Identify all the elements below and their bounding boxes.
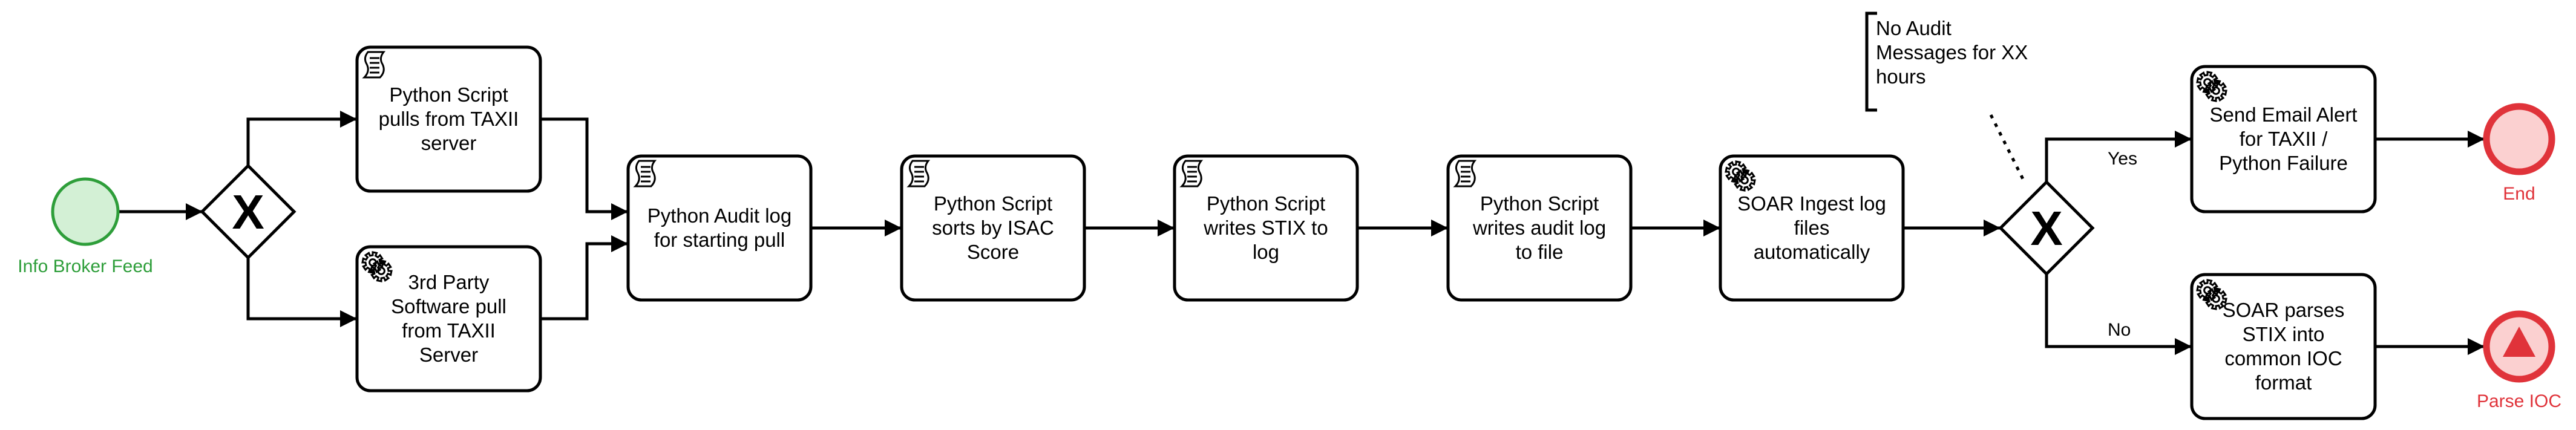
script-icon — [906, 160, 931, 187]
task-box[interactable] — [2190, 273, 2377, 420]
gear-icon — [2196, 71, 2227, 102]
task-box[interactable] — [355, 45, 542, 193]
task-label-line: Python Script — [389, 83, 508, 106]
flow-t1-to-t3[interactable] — [540, 117, 628, 220]
task-label-line: files — [1794, 217, 1830, 239]
end-event-label: End — [2503, 184, 2535, 204]
sequence-flows — [119, 111, 2485, 355]
edge-label-no: No — [2108, 320, 2131, 340]
end-event-circle[interactable] — [2483, 103, 2555, 175]
gateway-diamond[interactable] — [1998, 180, 2095, 276]
gateway-x-symbol: X — [232, 185, 264, 239]
task-label-line: log — [1253, 241, 1279, 263]
task-box[interactable] — [1719, 154, 1905, 302]
annotation-association — [1989, 114, 2026, 183]
parse-ioc-event-label: Parse IOC — [2477, 391, 2561, 411]
task-label-line: common IOC — [2224, 347, 2342, 370]
annotation-line: Messages for XX — [1876, 41, 2028, 64]
edge-label-yes: Yes — [2108, 149, 2137, 169]
exclusive-gateway-audit-check[interactable]: X — [1998, 180, 2095, 276]
script-icon — [1179, 160, 1204, 187]
start-event[interactable]: Info Broker Feed — [18, 177, 153, 276]
task-label-line: Software pull — [391, 295, 506, 318]
task-box[interactable] — [355, 245, 542, 393]
gateway-x-symbol: X — [2030, 201, 2062, 255]
gear-icon — [361, 251, 393, 282]
gear-icon — [1725, 160, 1756, 192]
task-label-line: format — [2255, 371, 2312, 394]
task-label-line: pulls from TAXII — [379, 108, 519, 130]
annotation-line: No Audit — [1876, 17, 1952, 39]
task-label-line: SOAR parses — [2223, 299, 2345, 321]
flow-gateway-to-t2[interactable] — [246, 258, 357, 327]
flow-gateway2-yes[interactable] — [2045, 131, 2192, 182]
text-annotation: No Audit Messages for XX hours — [1865, 11, 2033, 112]
task-box[interactable] — [900, 154, 1086, 302]
task-label-line: to file — [1516, 241, 1564, 263]
parse-ioc-end-event[interactable]: Parse IOC — [2477, 310, 2561, 411]
task-label-line: Python Script — [1480, 192, 1599, 215]
task-box[interactable] — [1446, 154, 1633, 302]
task-label-line: STIX into — [2243, 323, 2325, 345]
signal-triangle-icon — [2503, 327, 2535, 357]
flow-gateway2-no[interactable] — [2045, 274, 2192, 355]
task-box[interactable] — [2190, 65, 2377, 213]
end-event[interactable]: End — [2483, 103, 2555, 204]
script-icon — [1453, 160, 1477, 187]
task-label-line: server — [421, 132, 477, 154]
task-label-line: Python Failure — [2219, 152, 2348, 174]
flow-t2-to-t3[interactable] — [540, 235, 628, 321]
task-box[interactable] — [1173, 154, 1359, 302]
task-label-line: for TAXII / — [2240, 128, 2328, 150]
task-label-line: Python Script — [934, 192, 1052, 215]
task-label-line: automatically — [1754, 241, 1870, 263]
task-label-line: for starting pull — [654, 229, 785, 251]
script-icon — [633, 160, 657, 187]
flow-gateway-to-t1[interactable] — [246, 111, 357, 166]
exclusive-gateway-split[interactable]: X — [200, 163, 297, 260]
task-label-line: writes STIX to — [1203, 217, 1328, 239]
gear-icon — [2196, 279, 2227, 310]
start-event-label: Info Broker Feed — [18, 256, 152, 276]
task-label-line: sorts by ISAC — [932, 217, 1054, 239]
gateway-diamond[interactable] — [200, 163, 297, 260]
task-label-line: Score — [967, 241, 1019, 263]
task-box[interactable] — [626, 154, 813, 302]
script-icon — [362, 51, 386, 79]
task-label-line: Python Audit log — [647, 204, 792, 227]
task-label-line: Python Script — [1207, 192, 1325, 215]
task-label-line: from TAXII — [402, 319, 496, 342]
task-label-line: writes audit log — [1472, 217, 1606, 239]
task-label-line: Server — [419, 344, 478, 366]
start-event-circle[interactable] — [51, 177, 120, 246]
task-label-line: 3rd Party — [408, 271, 490, 293]
task-label-line: SOAR Ingest log — [1737, 192, 1886, 215]
annotation-line: hours — [1876, 65, 1926, 88]
annotation-text: No Audit Messages for XX hours — [1876, 17, 2033, 88]
annotation-bracket — [1865, 11, 1877, 112]
task-label-line: Send Email Alert — [2210, 103, 2358, 126]
